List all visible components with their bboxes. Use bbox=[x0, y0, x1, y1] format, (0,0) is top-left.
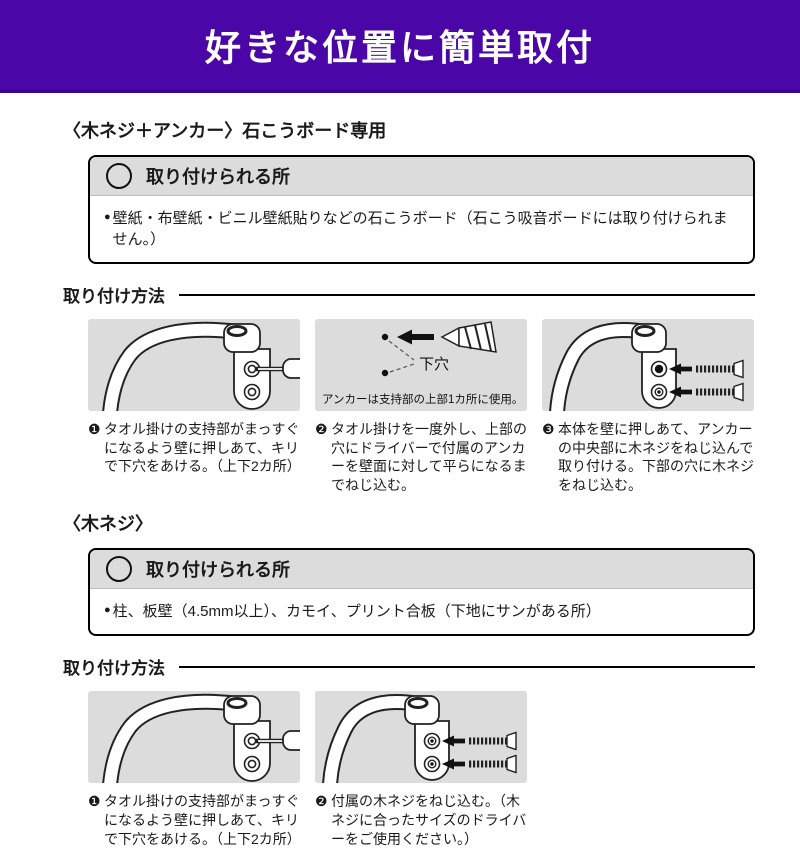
step-number: ❷ bbox=[315, 421, 328, 437]
pilot-hole-label: 下穴 bbox=[419, 356, 449, 373]
where-box-2-item: 柱、板壁（4.5mm以上）、カモイ、プリント合板（下地にサンがある所） bbox=[112, 603, 601, 621]
method-title-2-label: 取り付け方法 bbox=[63, 659, 165, 679]
where-box-1-body: ● 壁紙・布壁紙・ビニル壁紙貼りなどの石こうボード（石こう吸音ボードには取り付け… bbox=[90, 196, 753, 262]
anchor-drawing: 下穴 bbox=[381, 321, 497, 377]
section2-heading: 〈木ネジ〉 bbox=[63, 514, 153, 535]
content-area: 〈木ネジ＋アンカー〉石こうボード専用 取り付けられる所 ● 壁紙・布壁紙・ビニル… bbox=[0, 93, 800, 848]
where-box-1-title: 取り付けられる所 bbox=[146, 167, 290, 187]
method-title-1: 取り付け方法 bbox=[63, 282, 755, 307]
method-1-panels: 下穴 アンカーは支持部の上部1カ所に使用。 bbox=[88, 319, 755, 411]
step-3: ❸ 本体を壁に押しあて、アンカーの中央部に木ネジをねじ込んで取り付ける。下部の穴… bbox=[542, 420, 754, 494]
circle-ok-icon bbox=[106, 556, 132, 583]
bullet-icon: ● bbox=[104, 211, 111, 223]
illustration-bracket-awl bbox=[88, 691, 300, 784]
method-2-panels bbox=[88, 691, 755, 784]
where-box-1: 取り付けられる所 ● 壁紙・布壁紙・ビニル壁紙貼りなどの石こうボード（石こう吸音… bbox=[88, 155, 755, 264]
arrow-left-icon bbox=[442, 735, 465, 747]
header-banner: 好きな位置に簡単取付 bbox=[0, 0, 800, 93]
step-text: 付属の木ネジをねじ込む。（木ネジに合ったサイズのドライバーをご使用ください。） bbox=[331, 793, 527, 847]
where-box-2: 取り付けられる所 ● 柱、板壁（4.5mm以上）、カモイ、プリント合板（下地にサ… bbox=[88, 548, 755, 637]
step-text: タオル掛けを一度外し、上部の穴にドライバーで付属のアンカーを壁面に対して平らにな… bbox=[331, 421, 527, 493]
step-text: 本体を壁に押しあて、アンカーの中央部に木ネジをねじ込んで取り付ける。下部の穴に木… bbox=[558, 421, 754, 493]
step-text: タオル掛けの支持部がまっすぐになるよう壁に押しあて、キリで下穴をあける。（上下2… bbox=[104, 421, 301, 475]
horizontal-rule bbox=[179, 293, 755, 296]
bullet-icon: ● bbox=[104, 604, 111, 617]
circle-ok-icon bbox=[106, 163, 132, 189]
step-number: ❸ bbox=[542, 421, 555, 437]
where-box-1-header: 取り付けられる所 bbox=[90, 157, 753, 196]
bracket-screws-drawing bbox=[549, 321, 744, 411]
step-text: タオル掛けの支持部がまっすぐになるよう壁に押しあて、キリで下穴をあける。（上下2… bbox=[104, 793, 301, 847]
step-2: ❷ タオル掛けを一度外し、上部の穴にドライバーで付属のアンカーを壁面に対して平ら… bbox=[315, 420, 527, 494]
horizontal-rule bbox=[179, 665, 755, 668]
where-box-1-item: 壁紙・布壁紙・ビニル壁紙貼りなどの石こうボード（石こう吸音ボードには取り付けられ… bbox=[112, 210, 728, 248]
bracket-awl-drawing bbox=[102, 321, 300, 411]
bracket-screws-drawing bbox=[322, 694, 517, 784]
where-box-2-title: 取り付けられる所 bbox=[146, 560, 290, 581]
step-number: ❶ bbox=[88, 421, 101, 437]
illustration-bracket-awl bbox=[88, 319, 300, 411]
page-title: 好きな位置に簡単取付 bbox=[204, 27, 595, 68]
arrow-left-icon bbox=[397, 329, 434, 345]
step-1: ❶ タオル掛けの支持部がまっすぐになるよう壁に押しあて、キリで下穴をあける。（上… bbox=[88, 420, 301, 494]
anchor-caption: アンカーは支持部の上部1カ所に使用。 bbox=[322, 394, 524, 406]
method-title-1-label: 取り付け方法 bbox=[63, 287, 165, 306]
section1-heading: 〈木ネジ＋アンカー〉石こうボード専用 bbox=[63, 121, 387, 141]
arrow-left-icon bbox=[669, 386, 692, 398]
where-box-2-header: 取り付けられる所 bbox=[90, 550, 753, 590]
method-title-2: 取り付け方法 bbox=[63, 654, 755, 679]
section-wood-screw: 〈木ネジ〉 取り付けられる所 ● 柱、板壁（4.5mm以上）、カモイ、プリント合… bbox=[63, 510, 755, 848]
where-box-2-body: ● 柱、板壁（4.5mm以上）、カモイ、プリント合板（下地にサンがある所） bbox=[90, 589, 753, 634]
arrow-left-icon bbox=[442, 758, 465, 770]
bracket-awl-drawing bbox=[102, 694, 300, 784]
section-anchor-plasterboard: 〈木ネジ＋アンカー〉石こうボード専用 取り付けられる所 ● 壁紙・布壁紙・ビニル… bbox=[63, 117, 755, 494]
step-number: ❷ bbox=[315, 793, 328, 810]
method-1-steps: ❶ タオル掛けの支持部がまっすぐになるよう壁に押しあて、キリで下穴をあける。（上… bbox=[88, 420, 755, 494]
method-2-steps: ❶ タオル掛けの支持部がまっすぐになるよう壁に押しあて、キリで下穴をあける。（上… bbox=[88, 792, 755, 848]
step-2: ❷ 付属の木ネジをねじ込む。（木ネジに合ったサイズのドライバーをご使用ください。… bbox=[315, 792, 527, 848]
arrow-left-icon bbox=[669, 363, 692, 375]
step-1: ❶ タオル掛けの支持部がまっすぐになるよう壁に押しあて、キリで下穴をあける。（上… bbox=[88, 792, 301, 848]
illustration-bracket-screws bbox=[542, 319, 754, 411]
illustration-anchor-diagram: 下穴 アンカーは支持部の上部1カ所に使用。 bbox=[315, 319, 527, 411]
step-number: ❶ bbox=[88, 793, 101, 810]
illustration-bracket-screws bbox=[315, 691, 527, 784]
